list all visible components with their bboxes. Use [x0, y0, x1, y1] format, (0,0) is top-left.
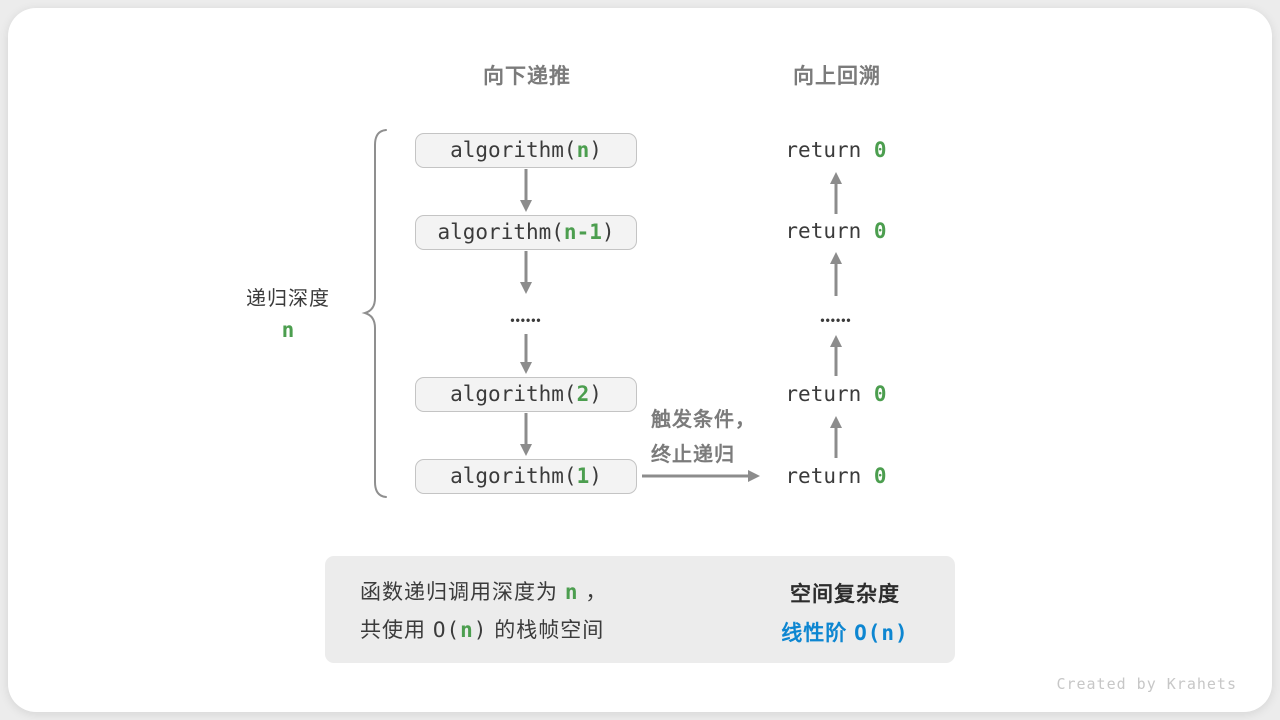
call-box-algorithm-1: algorithm(1) — [415, 459, 637, 494]
code-text: algorithm( — [450, 138, 577, 162]
code-arg: 2 — [576, 382, 590, 406]
summary-code: ) — [473, 618, 488, 642]
return-statement-3: return 0 — [726, 382, 946, 406]
code-text: return — [785, 382, 874, 406]
summary-text: 的栈帧空间 — [487, 619, 605, 642]
summary-var: n — [460, 618, 474, 642]
summary-line-2: 共使用 O(n) 的栈帧空间 — [360, 614, 604, 644]
summary-line-1: 函数递归调用深度为 n ， — [360, 576, 607, 606]
code-arg: n-1 — [563, 220, 602, 244]
base-case-annotation-line1: 触发条件， — [651, 409, 756, 431]
summary-var: n — [564, 580, 579, 604]
header-recurse-down: 向下递推 — [483, 65, 571, 88]
return-value: 0 — [873, 138, 887, 162]
result-code: O(n) — [854, 621, 909, 645]
code-arg: 1 — [576, 464, 590, 488]
space-complexity-result: 线性阶 O(n) — [745, 617, 945, 647]
depth-variable: n — [281, 318, 295, 342]
space-complexity-title: 空间复杂度 — [790, 583, 900, 606]
code-text: algorithm( — [450, 464, 577, 488]
depth-label: 递归深度 — [246, 288, 330, 310]
code-text: ) — [589, 464, 602, 488]
ellipsis-right: •••••• — [820, 313, 852, 327]
code-arg: n — [576, 138, 590, 162]
credit-text: Created by Krahets — [1056, 675, 1237, 693]
return-value: 0 — [873, 464, 887, 488]
code-text: ) — [601, 220, 615, 244]
summary-text: ， — [578, 581, 608, 604]
return-statement-2: return 0 — [726, 219, 946, 243]
code-text: ) — [589, 382, 602, 406]
return-value: 0 — [873, 219, 887, 243]
result-text: 线性阶 — [781, 622, 855, 645]
call-box-algorithm-n-1: algorithm(n-1) — [415, 215, 637, 250]
call-box-algorithm-2: algorithm(2) — [415, 377, 637, 412]
summary-panel — [325, 556, 955, 663]
summary-code: O( — [432, 618, 461, 642]
code-text: ) — [589, 138, 602, 162]
return-statement-4: return 0 — [726, 464, 946, 488]
code-text: algorithm( — [437, 220, 564, 244]
summary-text: 共使用 — [360, 619, 433, 642]
code-text: return — [785, 138, 874, 162]
code-text: return — [785, 219, 874, 243]
header-backtrack-up: 向上回溯 — [793, 65, 881, 88]
code-text: return — [785, 464, 874, 488]
code-text: algorithm( — [450, 382, 577, 406]
call-box-algorithm-n: algorithm(n) — [415, 133, 637, 168]
summary-text: 函数递归调用深度为 — [360, 581, 565, 604]
base-case-annotation-line2: 终止递归 — [651, 444, 735, 466]
return-statement-1: return 0 — [726, 138, 946, 162]
return-value: 0 — [873, 382, 887, 406]
ellipsis-left: •••••• — [510, 313, 542, 327]
